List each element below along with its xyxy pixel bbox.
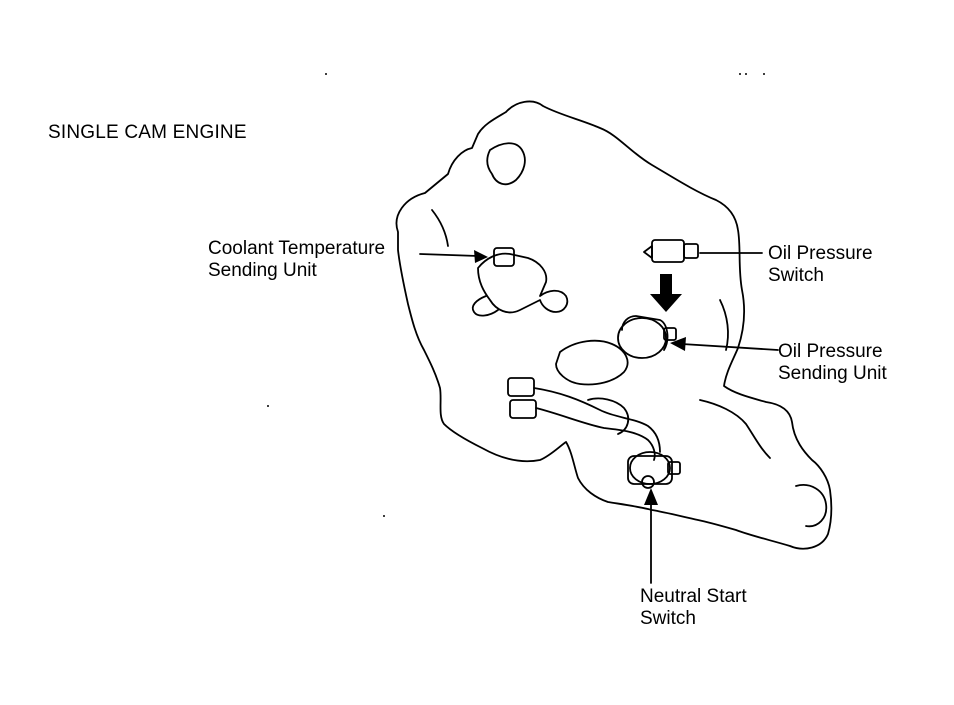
label-line: Coolant Temperature [208, 238, 386, 259]
engine-contour-4 [699, 399, 771, 459]
label-coolant-temperature: Coolant Temperature Sending Unit [208, 238, 385, 282]
label-line: Sending Unit [208, 260, 317, 281]
label-line: Oil Pressure [768, 243, 873, 264]
engine-contour-1 [486, 142, 526, 186]
speckle [383, 515, 385, 517]
engine-contour-2 [555, 339, 629, 386]
engine-outline [395, 100, 833, 550]
speckle [739, 73, 741, 75]
speckle [267, 405, 269, 407]
engine-contour-7 [719, 299, 729, 351]
oil-switch-part [643, 239, 699, 263]
leader-oil-sender [681, 343, 779, 351]
label-line: Switch [640, 608, 696, 629]
bold-down-arrow [650, 274, 682, 312]
oil-sender-part [617, 315, 677, 359]
label-oil-pressure-switch: Oil Pressure Switch [768, 243, 873, 287]
wiring-harness [507, 377, 661, 461]
speckle [325, 73, 327, 75]
engine-contour-6 [431, 209, 449, 247]
engine-contour-5 [795, 484, 828, 528]
label-line: Oil Pressure [778, 341, 883, 362]
speckle [763, 73, 765, 75]
arrowhead-oil-sender [670, 337, 686, 351]
diagram-title: SINGLE CAM ENGINE [48, 122, 247, 143]
coolant-sender-part [471, 247, 569, 317]
leader-coolant [419, 253, 479, 257]
label-neutral-start-switch: Neutral Start Switch [640, 586, 747, 630]
arrowhead-coolant [474, 250, 488, 263]
label-line: Sending Unit [778, 363, 887, 384]
neutral-switch-part [627, 451, 681, 489]
speckle [745, 73, 747, 75]
engine-contour-3 [587, 397, 630, 435]
label-line: Neutral Start [640, 586, 747, 607]
label-oil-pressure-sending-unit: Oil Pressure Sending Unit [778, 341, 887, 385]
label-line: Switch [768, 265, 824, 286]
arrowhead-neutral [644, 488, 658, 505]
